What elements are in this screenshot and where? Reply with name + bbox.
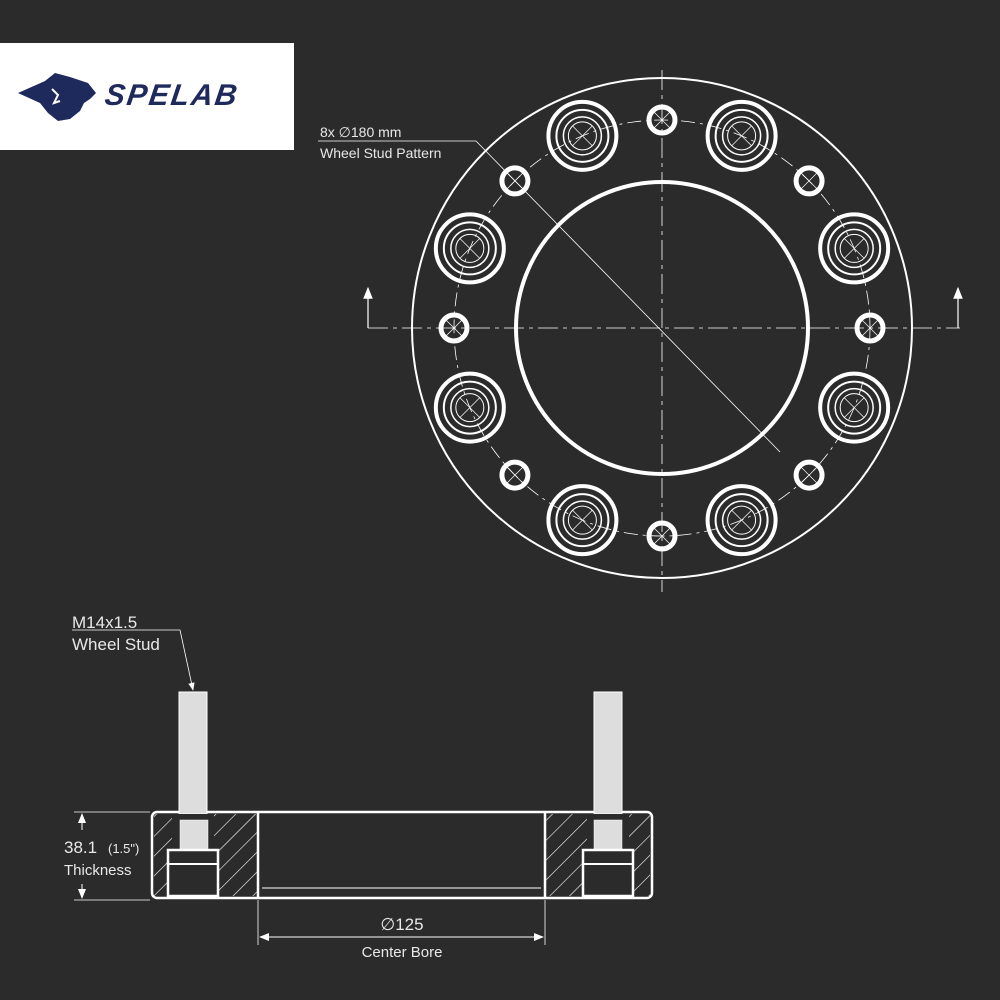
center-bore-section bbox=[258, 814, 545, 896]
stud-ring-inner bbox=[562, 500, 603, 540]
pattern-leader bbox=[475, 140, 781, 453]
hole-crosshair bbox=[861, 319, 879, 337]
through-hole bbox=[793, 165, 825, 197]
through-hole bbox=[499, 165, 531, 197]
stud-counterbore bbox=[818, 212, 891, 285]
hole-crosshair bbox=[506, 466, 524, 484]
stud-core bbox=[455, 233, 485, 263]
stud-core bbox=[727, 121, 757, 151]
stud-ring bbox=[442, 380, 497, 435]
hole-crosshair bbox=[653, 527, 671, 545]
stud-ring bbox=[714, 493, 769, 548]
stud-caption: Wheel Stud bbox=[72, 635, 160, 654]
stud-counterbore bbox=[818, 371, 891, 444]
hole-crosshair bbox=[843, 397, 865, 418]
hole-crosshair bbox=[572, 125, 593, 147]
stud-ring bbox=[555, 493, 610, 548]
hole-crosshair bbox=[459, 397, 481, 418]
thickness-inch: (1.5") bbox=[108, 841, 139, 856]
hole-crosshair bbox=[800, 172, 818, 190]
stud-ring-inner bbox=[834, 228, 874, 269]
through-hole bbox=[646, 520, 678, 552]
stud-core bbox=[839, 393, 869, 423]
wheel-stud-right bbox=[581, 691, 635, 898]
stud-counterbore bbox=[433, 212, 506, 285]
hole-crosshair bbox=[459, 238, 481, 259]
through-hole bbox=[793, 459, 825, 491]
thickness-value: 38.1 bbox=[64, 838, 97, 857]
stud-core bbox=[455, 393, 485, 423]
stud-ring-inner bbox=[450, 228, 490, 269]
through-hole bbox=[646, 104, 678, 136]
stud-counterbore bbox=[546, 484, 619, 557]
hole-crosshair bbox=[653, 111, 671, 129]
stud-core bbox=[567, 121, 597, 151]
stud-ring-inner bbox=[834, 387, 874, 428]
stud-ring-inner bbox=[721, 116, 762, 156]
hole-crosshair bbox=[731, 509, 752, 531]
hole-crosshair bbox=[445, 319, 463, 337]
hole-crosshair bbox=[731, 125, 752, 147]
stud-ring-inner bbox=[562, 116, 603, 156]
stud-ring bbox=[555, 108, 610, 163]
logo-panel: SPELAB bbox=[0, 43, 294, 150]
stud-counterbore bbox=[546, 99, 619, 172]
stud-counterbore bbox=[705, 484, 778, 557]
stud-core bbox=[567, 505, 597, 535]
stud-counterbore bbox=[433, 371, 506, 444]
stud-counterbore bbox=[705, 99, 778, 172]
hole-crosshair bbox=[506, 172, 524, 190]
stud-ring-inner bbox=[450, 387, 490, 428]
hole-crosshair bbox=[572, 509, 593, 531]
top-view bbox=[318, 70, 963, 592]
panther-logo-icon bbox=[18, 73, 96, 121]
through-hole bbox=[438, 312, 470, 344]
stud-leader bbox=[72, 629, 195, 691]
through-hole bbox=[854, 312, 886, 344]
bore-caption: Center Bore bbox=[362, 944, 443, 961]
stud-ring bbox=[714, 108, 769, 163]
side-view bbox=[72, 629, 654, 945]
stud-ring bbox=[442, 221, 497, 276]
stud-core bbox=[727, 505, 757, 535]
stud-ring bbox=[827, 221, 882, 276]
pattern-caption: Wheel Stud Pattern bbox=[320, 145, 441, 161]
stud-ring bbox=[827, 380, 882, 435]
hole-crosshair bbox=[843, 238, 865, 259]
spacer-body bbox=[150, 810, 654, 900]
pattern-label: 8x ∅180 mm bbox=[320, 124, 401, 140]
through-hole bbox=[499, 459, 531, 491]
stud-core bbox=[839, 233, 869, 263]
stud-label: M14x1.5 bbox=[72, 613, 137, 632]
wheel-stud-left bbox=[166, 691, 220, 898]
thickness-caption: Thickness bbox=[64, 862, 132, 879]
stud-ring-inner bbox=[721, 500, 762, 540]
hole-crosshair bbox=[800, 466, 818, 484]
bore-value: ∅125 bbox=[380, 915, 423, 934]
